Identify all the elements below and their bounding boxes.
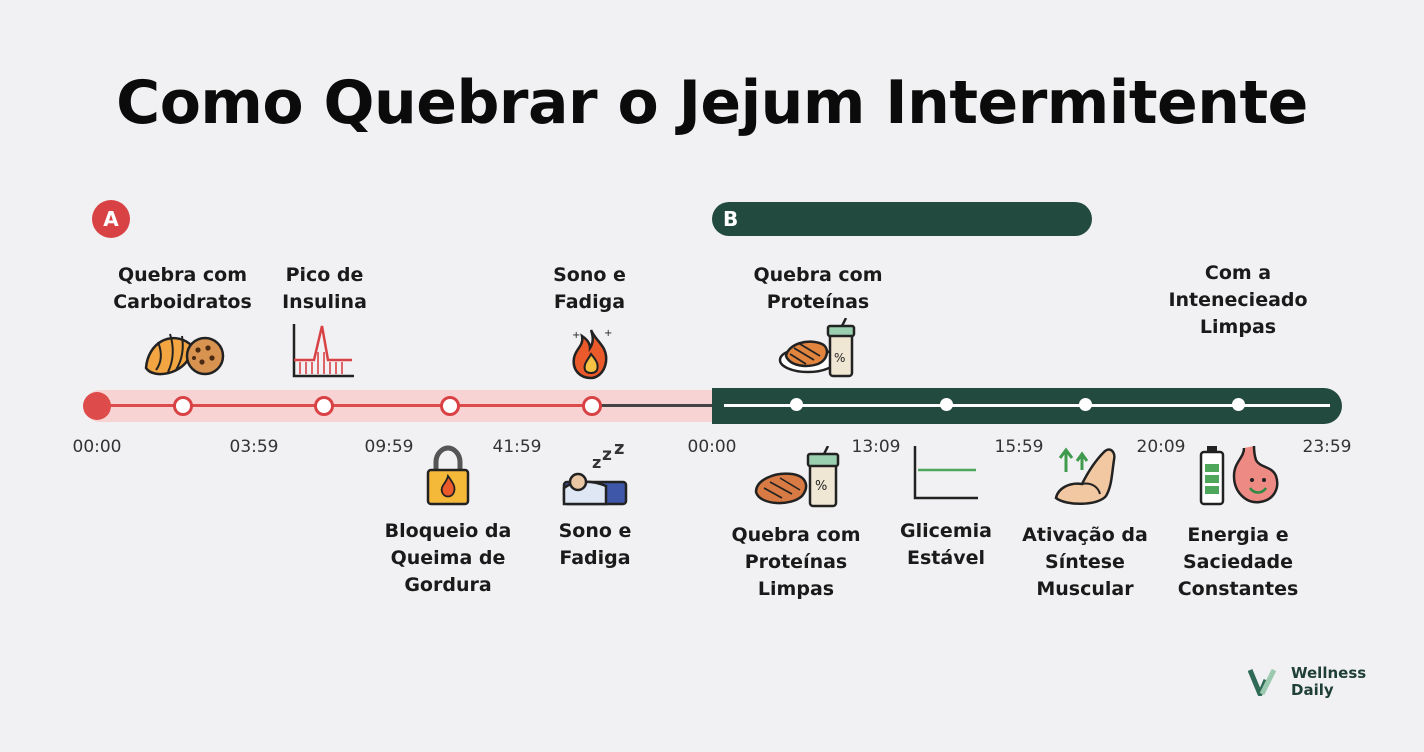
label-glycemia: Glicemia Estável	[900, 520, 992, 569]
tick-label: 41:59	[492, 437, 542, 457]
chicken-shake-icon: %	[778, 318, 858, 380]
timeline-marker-b3	[1079, 398, 1092, 411]
label-carbs: Quebra com Carboidratos	[113, 264, 252, 313]
croissant-cookie-icon	[142, 322, 226, 378]
svg-text:+: +	[572, 330, 580, 341]
label-sleep-top: Sono e Fadiga	[553, 264, 626, 313]
phase-b-badge-label: B	[723, 207, 739, 231]
brand-line-2: Daily	[1291, 681, 1334, 699]
label-fat-block: Bloqueio da Queima de Gordura	[384, 520, 512, 596]
timeline-marker-b2	[940, 398, 953, 411]
tick-label: 00:00	[687, 437, 737, 457]
battery-stomach-icon	[1198, 442, 1282, 508]
flexed-arm-icon	[1052, 442, 1120, 508]
tick-label: 15:59	[994, 437, 1044, 457]
flat-line-chart-icon	[912, 446, 980, 502]
label-energy: Energia e Saciedade Constantes	[1177, 524, 1299, 600]
brand-logo-icon	[1248, 668, 1286, 696]
phase-b-line	[724, 404, 1330, 407]
phase-b-badge: B	[712, 202, 1092, 236]
timeline-marker-b4	[1232, 398, 1245, 411]
label-com-a: Com a Intenecieado Limpas	[1168, 262, 1308, 338]
label-protein-clean: Quebra com Proteínas Limpas	[731, 524, 861, 600]
svg-text:+: +	[604, 328, 612, 339]
phase-a-line-end	[592, 404, 714, 407]
brand-line-1: Wellness	[1291, 664, 1367, 682]
label-protein-top: Quebra com Proteínas	[753, 264, 883, 313]
svg-text:%: %	[834, 351, 845, 365]
tick-label: 13:09	[851, 437, 901, 457]
tick-label: 23:59	[1302, 437, 1352, 457]
tick-label: 09:59	[364, 437, 414, 457]
label-sleep-bottom: Sono e Fadiga	[558, 520, 632, 569]
sleeping-person-icon: z z z	[562, 442, 630, 508]
svg-text:%: %	[815, 479, 827, 494]
phase-a-line	[96, 404, 592, 407]
tick-label: 03:59	[229, 437, 279, 457]
tick-label: 00:00	[72, 437, 122, 457]
timeline-marker-a1	[173, 396, 193, 416]
insulin-spike-icon	[290, 322, 356, 380]
fire-icon: + +	[566, 324, 616, 380]
timeline-marker-a2	[314, 396, 334, 416]
label-muscle: Ativação da Síntese Muscular	[1022, 524, 1148, 600]
phase-a-badge: A	[92, 200, 130, 238]
label-insulin: Pico de Insulina	[282, 264, 367, 313]
page-title: Como Quebrar o Jejum Intermitente	[116, 68, 1308, 138]
timeline-marker-b1	[790, 398, 803, 411]
padlock-fire-icon	[424, 444, 472, 508]
brand-name: Wellness Daily	[1291, 665, 1366, 699]
svg-text:z: z	[592, 453, 601, 472]
tick-label: 20:09	[1136, 437, 1186, 457]
steak-shake-icon: %	[752, 446, 842, 510]
svg-text:z: z	[602, 445, 612, 465]
svg-text:z: z	[614, 442, 624, 459]
timeline-marker-a4	[582, 396, 602, 416]
timeline-marker-a3	[440, 396, 460, 416]
